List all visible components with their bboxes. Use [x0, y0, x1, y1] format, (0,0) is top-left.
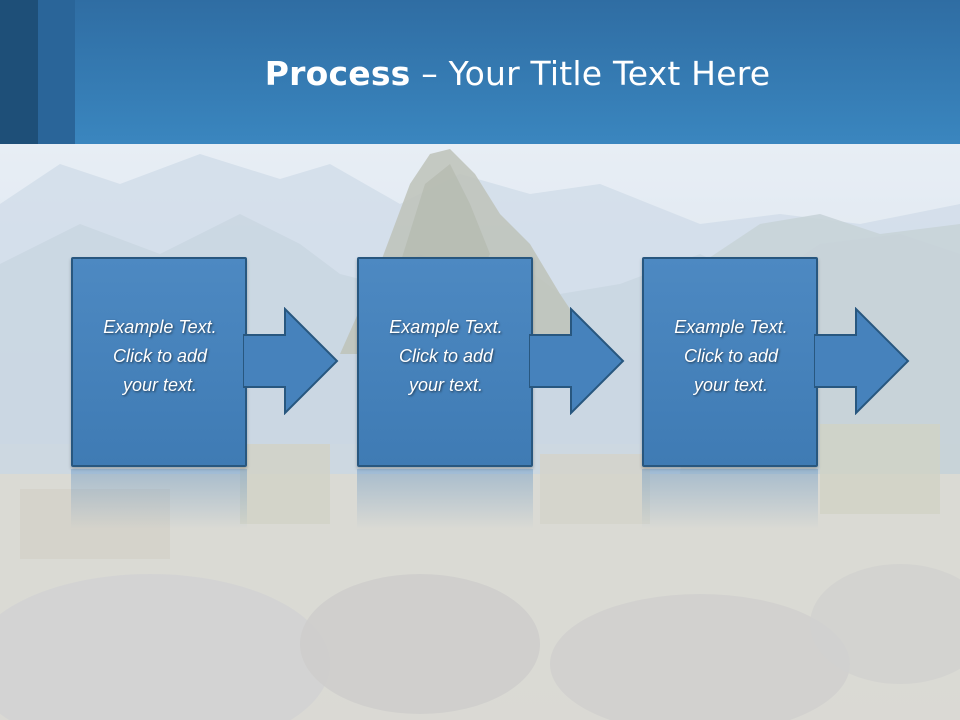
title-bold: Process [264, 54, 411, 93]
step-box[interactable]: Example Text. Click to add your text. [71, 257, 247, 467]
slide-title[interactable]: Process – Your Title Text Here [75, 52, 960, 96]
title-bar: Process – Your Title Text Here [0, 0, 960, 144]
step-reflection [71, 469, 247, 529]
step-text[interactable]: Example Text. Click to add your text. [103, 317, 217, 395]
header-accent-mid [38, 0, 75, 144]
step-text[interactable]: Example Text. Click to add your text. [674, 317, 788, 395]
process-step-2[interactable]: Example Text. Click to add your text. [357, 257, 533, 529]
step-reflection [642, 469, 818, 529]
step-box[interactable]: Example Text. Click to add your text. [357, 257, 533, 467]
arrow-right-icon [529, 307, 625, 415]
step-reflection [357, 469, 533, 529]
step-text[interactable]: Example Text. Click to add your text. [389, 317, 503, 395]
process-step-3[interactable]: Example Text. Click to add your text. [642, 257, 818, 529]
arrow-right-icon [243, 307, 339, 415]
header-accent-dark [0, 0, 38, 144]
step-box[interactable]: Example Text. Click to add your text. [642, 257, 818, 467]
process-step-1[interactable]: Example Text. Click to add your text. [71, 257, 247, 529]
arrow-right-icon [814, 307, 910, 415]
title-rest: – Your Title Text Here [410, 54, 771, 93]
